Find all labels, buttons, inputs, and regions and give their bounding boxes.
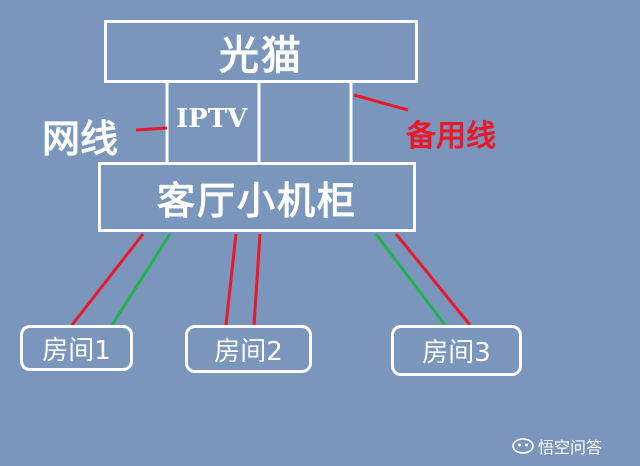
room1-green-line	[110, 233, 172, 326]
room2-red-line-a	[224, 233, 238, 326]
network-cable-label: 网线	[42, 117, 119, 161]
iptv-label: IPTV	[176, 104, 248, 134]
room2-box: 房间2	[185, 325, 312, 373]
modem-box: 光猫	[104, 20, 418, 83]
room3-green-line	[374, 233, 447, 326]
room1-red-line	[70, 233, 145, 326]
network-cable-pointer	[135, 126, 168, 132]
room3-red-line	[394, 233, 472, 326]
room2-red-line-b	[252, 233, 262, 326]
watermark: 悟空问答	[512, 434, 602, 458]
cabinet-box: 客厅小机柜	[98, 162, 416, 232]
spare-cable-pointer	[353, 93, 409, 112]
room1-box: 房间1	[20, 325, 133, 371]
watermark-text: 悟空问答	[538, 438, 603, 457]
room3-box: 房间3	[391, 325, 522, 376]
spare-cable-label: 备用线	[406, 119, 496, 154]
wukong-logo-icon	[512, 438, 534, 454]
